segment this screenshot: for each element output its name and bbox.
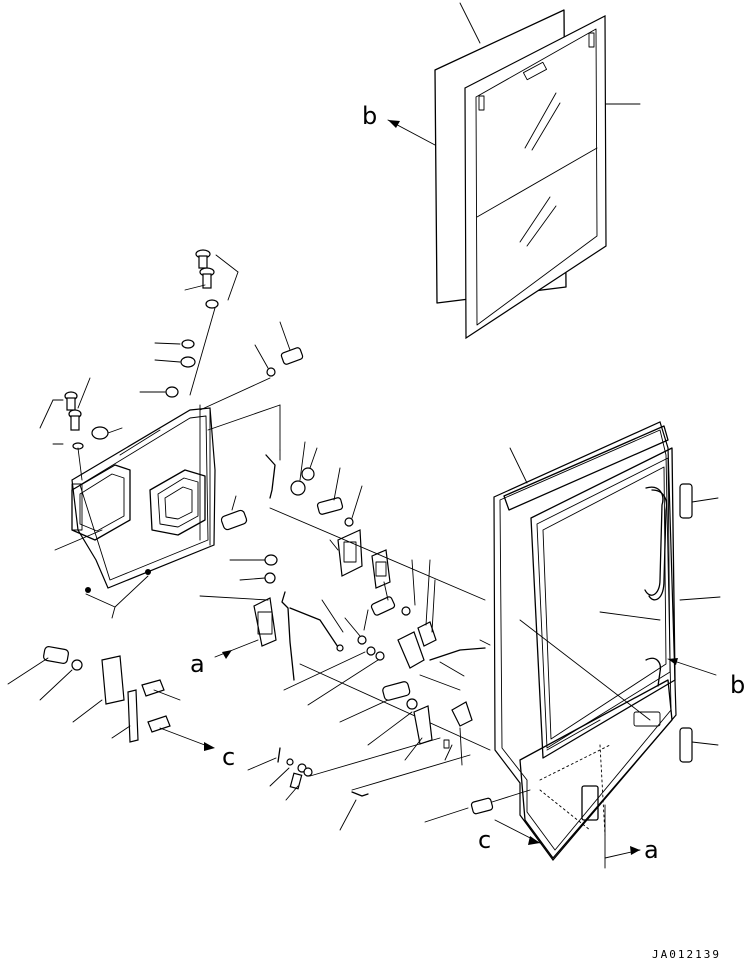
door-lower-bolt: c a bbox=[424, 789, 659, 869]
view-label-a-right: a bbox=[644, 836, 659, 864]
door-assembly bbox=[493, 421, 693, 861]
view-label-b-left: b bbox=[362, 102, 377, 130]
small-parts-group: c bbox=[7, 646, 471, 831]
panel-fasteners bbox=[39, 249, 304, 619]
inner-door-panel bbox=[71, 404, 216, 593]
window-sheet bbox=[434, 9, 567, 304]
drawing-code: JA012139 bbox=[652, 948, 721, 961]
lock-mechanism: a bbox=[190, 404, 491, 766]
window-glass-frame bbox=[464, 15, 607, 340]
view-label-b-right: b bbox=[730, 671, 744, 699]
view-label-c-left: c bbox=[222, 743, 235, 771]
view-label-a-left: a bbox=[190, 650, 205, 678]
view-label-c-right: c bbox=[478, 826, 491, 854]
